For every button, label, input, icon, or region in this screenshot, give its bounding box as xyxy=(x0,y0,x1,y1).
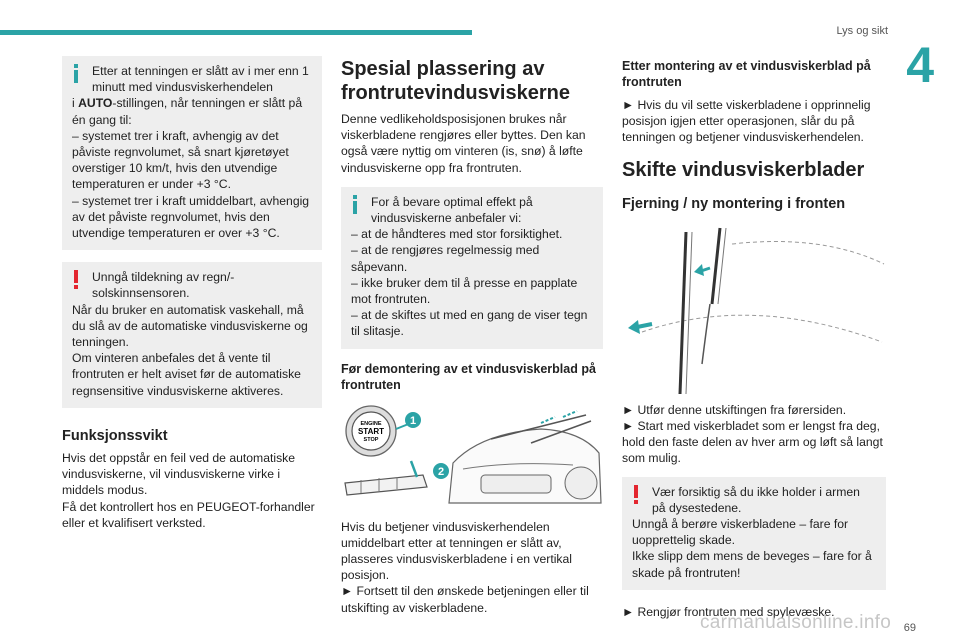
wiper-control-figure: ENGINE START STOP 1 2 xyxy=(344,404,602,504)
info-text: For å bevare optimal effekt på vindusvis… xyxy=(371,194,533,226)
callout-1-label: 1 xyxy=(410,415,416,427)
info-bullet: – ikke bruker dem til å presse en pappla… xyxy=(351,275,578,307)
callout-2-label: 2 xyxy=(438,466,444,478)
start-label-start: START xyxy=(358,427,384,436)
section-title: Skifte vindusviskerblader xyxy=(622,158,865,181)
info-box: Etter at tenningen er slått av i mer enn… xyxy=(62,56,322,251)
car-front-illustration xyxy=(448,409,602,504)
info-text: i AUTO-stillingen, når tenningen er slåt… xyxy=(72,96,303,127)
middle-column: Spesial plassering av frontrutevindusvis… xyxy=(341,57,603,616)
subsection-heading: Etter montering av et vindusviskerblad p… xyxy=(622,59,871,89)
info-icon xyxy=(353,194,357,214)
right-column: Etter montering av et vindusviskerblad p… xyxy=(622,58,886,620)
start-label-stop: STOP xyxy=(364,437,379,443)
step: ► Rengjør frontruten med spylevæske. xyxy=(622,604,835,619)
subsection-heading: Fjerning / ny montering i fronten xyxy=(622,195,846,212)
info-box: For å bevare optimal effekt på vindusvis… xyxy=(341,186,603,349)
warning-text: Unngå å berøre viskerbladene – fare for … xyxy=(632,517,849,548)
warning-icon xyxy=(74,270,78,290)
running-header: Lys og sikt xyxy=(836,25,888,37)
subsection-heading: Før demontering av et vindusviskerblad p… xyxy=(341,361,596,392)
step: ► Hvis du vil sette viskerbladene i oppr… xyxy=(622,98,871,145)
left-column: Etter at tenningen er slått av i mer enn… xyxy=(62,56,322,531)
warning-text: Ikke slipp dem mens de beveges – fare fo… xyxy=(632,549,872,580)
warning-box: Unngå tildekning av regn/-solskinnsensor… xyxy=(62,262,322,408)
section-heading: Funksjonssvikt xyxy=(62,427,168,444)
info-bullet: – at de rengjøres regelmessig med såpeva… xyxy=(351,243,540,274)
warning-text: Unngå tildekning av regn/-solskinnsensor… xyxy=(92,270,235,301)
page-number: 69 xyxy=(903,622,916,634)
info-bullet: – systemet trer i kraft, avhengig av det… xyxy=(72,128,289,192)
wiper-arm-illustration xyxy=(678,227,727,394)
paragraph: Få det kontrollert hos en PEUGEOT-forhan… xyxy=(62,499,315,530)
section-title: Spesial plassering av frontrutevindusvis… xyxy=(341,58,570,104)
info-bullet: – at de håndteres med stor forsiktighet. xyxy=(351,227,563,242)
watermark: carmanualsonline.info xyxy=(700,612,892,633)
arrow-head-icon xyxy=(694,263,704,276)
callout-1 xyxy=(405,411,421,428)
warning-box: Vær forsiktig så du ikke holder i armen … xyxy=(622,476,886,590)
info-text: Etter at tenningen er slått av i mer enn… xyxy=(92,64,309,95)
step: ► Utfør denne utskiftingen fra førerside… xyxy=(622,402,847,417)
warning-text: Vær forsiktig så du ikke holder i armen … xyxy=(652,484,860,515)
chapter-number: 4 xyxy=(906,37,934,93)
warning-text: Når du bruker en automatisk vaskehall, m… xyxy=(72,302,308,350)
step: ► Start med viskerbladet som er lengst f… xyxy=(622,419,883,466)
wiper-stalk-illustration xyxy=(344,460,428,496)
windshield-illustration xyxy=(641,240,885,343)
start-label-engine: ENGINE xyxy=(360,421,381,427)
paragraph: Denne vedlikeholdsposisjonen brukes når … xyxy=(341,112,586,175)
info-bullet: – at de skiftes ut med en gang de viser … xyxy=(351,308,588,339)
arrow-head-icon xyxy=(628,319,640,334)
header-accent-bar xyxy=(0,30,472,35)
start-button-illustration: ENGINE START STOP xyxy=(345,404,397,457)
callout-2 xyxy=(433,462,449,479)
info-bullet: – systemet trer i kraft umiddelbart, avh… xyxy=(72,193,310,241)
warning-icon xyxy=(634,484,638,504)
info-icon xyxy=(74,64,78,83)
wiper-removal-figure xyxy=(628,227,885,394)
step: ► Fortsett til den ønskede betjeningen e… xyxy=(341,584,589,615)
paragraph: Hvis du betjener vindusviskerhendelen um… xyxy=(341,519,573,583)
paragraph: Hvis det oppstår en feil ved de automati… xyxy=(62,451,296,498)
warning-text: Om vinteren anbefales det å vente til fr… xyxy=(72,351,301,398)
